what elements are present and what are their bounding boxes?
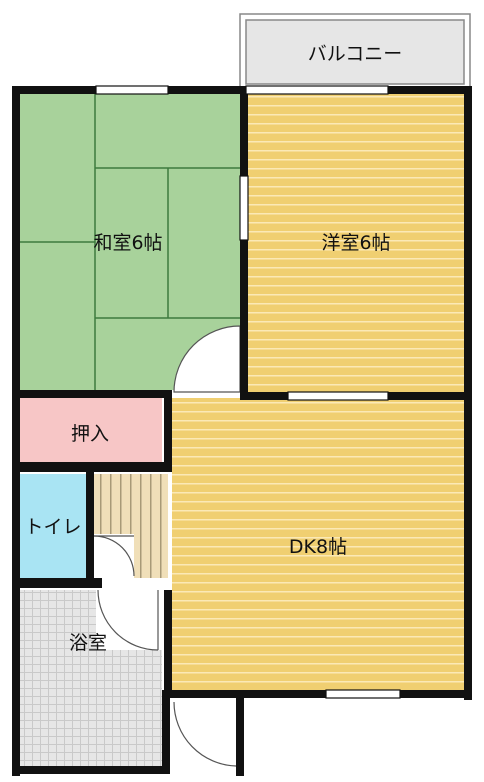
youshitsu-room: 洋室6帖 — [246, 92, 466, 392]
toilet-label: トイレ — [24, 516, 81, 538]
bath-door-swing — [97, 589, 159, 651]
balcony-label: バルコニー — [308, 43, 403, 65]
balcony: バルコニー — [239, 13, 471, 89]
window-marks — [95, 85, 401, 699]
washitsu-door-swing — [173, 325, 241, 393]
dk-label: DK8帖 — [289, 536, 347, 558]
oshiire-label: 押入 — [71, 423, 109, 445]
washitsu-label: 和室6帖 — [93, 232, 162, 254]
oshiire-closet: 押入 — [18, 398, 162, 462]
dk-room: DK8帖 — [172, 398, 466, 690]
bathroom-label: 浴室 — [69, 632, 107, 654]
toilet-door-swing — [93, 535, 135, 577]
youshitsu-label: 洋室6帖 — [321, 232, 390, 254]
entrance-door-swing — [173, 701, 237, 767]
walls — [12, 86, 472, 776]
bathroom: 浴室 — [20, 590, 162, 768]
toilet-room: トイレ — [20, 474, 86, 578]
stair-area — [90, 474, 168, 578]
tatami-lines — [18, 92, 242, 390]
